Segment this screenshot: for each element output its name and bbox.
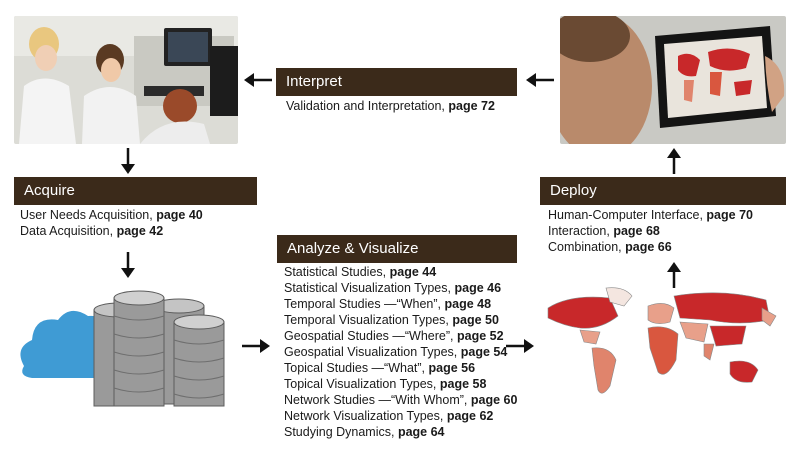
list-item: Topical Visualization Types, page 58 (284, 376, 517, 392)
item-text: Network Studies —“With Whom”, (284, 393, 468, 407)
item-text: Temporal Studies —“When”, (284, 297, 442, 311)
list-item: Temporal Studies —“When”, page 48 (284, 296, 517, 312)
page-ref: page 62 (446, 409, 494, 423)
item-text: Studying Dynamics, (284, 425, 395, 439)
list-item: Interaction, page 68 (548, 223, 753, 239)
page-ref: page 70 (706, 208, 753, 222)
page-ref: page 54 (460, 345, 508, 359)
interpret-header: Interpret (276, 68, 517, 96)
world-map-graphic (540, 286, 788, 414)
acquire-header: Acquire (14, 177, 257, 205)
item-text: Statistical Visualization Types, (284, 281, 451, 295)
list-item: Human-Computer Interface, page 70 (548, 207, 753, 223)
arrow-left-icon (244, 73, 272, 87)
arrow-left-icon (526, 73, 554, 87)
lab-scientists-photo (14, 16, 238, 144)
page-ref: page 42 (116, 224, 164, 238)
interpret-title: Interpret (286, 73, 342, 90)
page-ref: page 64 (397, 425, 445, 439)
tablet-map-photo (560, 16, 786, 144)
list-item: Topical Studies —“What”, page 56 (284, 360, 517, 376)
arrow-up-icon (667, 262, 681, 288)
arrow-down-icon (121, 252, 135, 278)
list-item: Temporal Visualization Types, page 50 (284, 312, 517, 328)
item-text: Network Visualization Types, (284, 409, 444, 423)
list-item: Statistical Studies, page 44 (284, 264, 517, 280)
analyze-visualize-header: Analyze & Visualize (277, 235, 517, 263)
page-ref: page 52 (457, 329, 504, 343)
item-text: Human-Computer Interface, (548, 208, 703, 222)
page-ref: page 66 (625, 240, 672, 254)
list-item: Statistical Visualization Types, page 46 (284, 280, 517, 296)
list-item: Data Acquisition, page 42 (20, 223, 203, 239)
item-text: Validation and Interpretation, (286, 99, 445, 113)
page-ref: page 48 (444, 297, 492, 311)
arrow-right-icon (242, 339, 270, 353)
item-text: Geospatial Studies —“Where”, (284, 329, 454, 343)
acquire-title: Acquire (24, 182, 75, 199)
list-item: Geospatial Studies —“Where”, page 52 (284, 328, 517, 344)
deploy-list: Human-Computer Interface, page 70 Intera… (548, 207, 753, 255)
item-text: Temporal Visualization Types, (284, 313, 449, 327)
list-item: Network Visualization Types, page 62 (284, 408, 517, 424)
list-item: Network Studies —“With Whom”, page 60 (284, 392, 517, 408)
item-text: Combination, (548, 240, 622, 254)
list-item: Geospatial Visualization Types, page 54 (284, 344, 517, 360)
analyze-title: Analyze & Visualize (287, 240, 419, 257)
list-item: Studying Dynamics, page 64 (284, 424, 517, 440)
item-text: Topical Studies —“What”, (284, 361, 426, 375)
interpret-list: Validation and Interpretation, page 72 (286, 98, 495, 114)
deploy-title: Deploy (550, 182, 597, 199)
acquire-list: User Needs Acquisition, page 40 Data Acq… (20, 207, 203, 239)
item-text: Statistical Studies, (284, 265, 387, 279)
item-text: Topical Visualization Types, (284, 377, 437, 391)
page-ref: page 72 (448, 99, 495, 113)
page-ref: page 50 (452, 313, 499, 327)
arrow-up-icon (667, 148, 681, 174)
item-text: Data Acquisition, (20, 224, 114, 238)
list-item: Combination, page 66 (548, 239, 753, 255)
page-ref: page 46 (454, 281, 502, 295)
list-item: User Needs Acquisition, page 40 (20, 207, 203, 223)
item-text: Interaction, (548, 224, 610, 238)
page-ref: page 68 (613, 224, 660, 238)
page-ref: page 44 (389, 265, 437, 279)
page-ref: page 58 (439, 377, 487, 391)
arrow-down-icon (121, 148, 135, 174)
page-ref: page 60 (470, 393, 518, 407)
list-item: Validation and Interpretation, page 72 (286, 98, 495, 114)
page-ref: page 56 (428, 361, 476, 375)
item-text: Geospatial Visualization Types, (284, 345, 458, 359)
database-cloud-graphic (14, 286, 234, 410)
item-text: User Needs Acquisition, (20, 208, 153, 222)
analyze-list: Statistical Studies, page 44 Statistical… (284, 264, 517, 440)
arrow-right-icon (506, 339, 534, 353)
deploy-header: Deploy (540, 177, 786, 205)
page-ref: page 40 (156, 208, 203, 222)
